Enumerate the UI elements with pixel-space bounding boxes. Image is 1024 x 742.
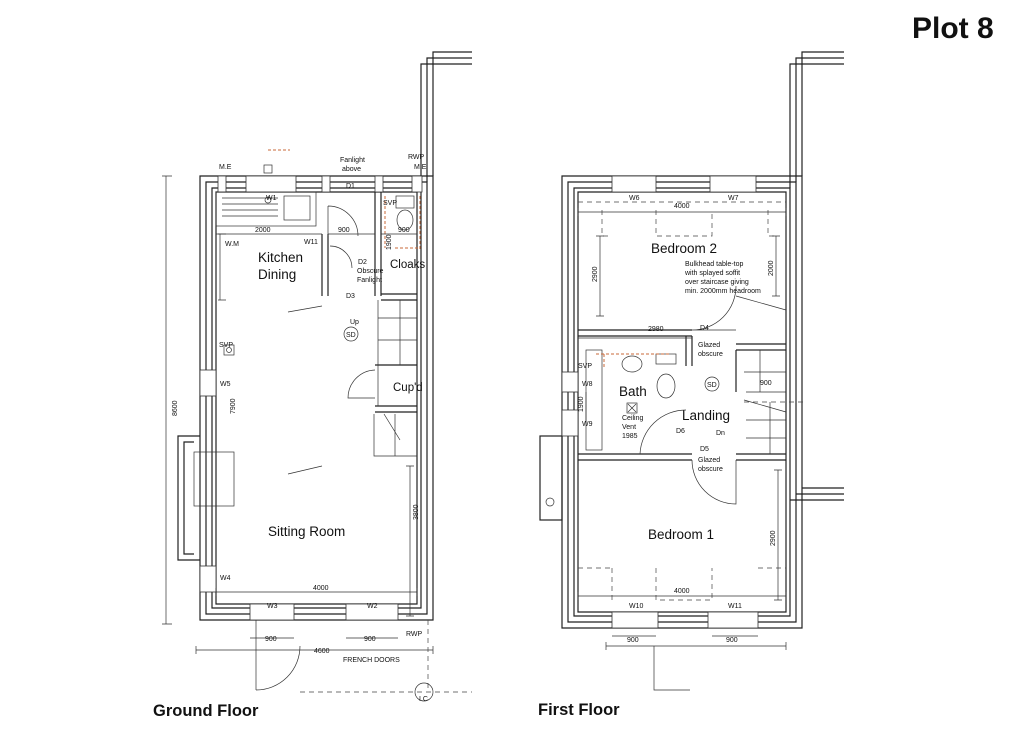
gf-note-svp-cloaks: SVP xyxy=(383,200,397,207)
ff-window-w8-label: W8 xyxy=(582,381,593,388)
gf-window-w4 xyxy=(199,565,217,593)
gf-dim-2000: 2000 xyxy=(255,227,271,234)
ff-dim-2900-bed1: 2900 xyxy=(770,530,777,546)
gf-note-wm: W.M xyxy=(225,241,239,248)
ff-note-glazed-top-2: obscure xyxy=(698,351,723,358)
gf-dim-900-cloaks: 900 xyxy=(398,227,410,234)
gf-note-svp-wall: SVP xyxy=(219,342,233,349)
gf-dim-900-w2: 900 xyxy=(364,636,376,643)
ff-dim-4000-top: 4000 xyxy=(674,203,690,210)
gf-note-me-left: M.E xyxy=(219,164,232,171)
gf-room-kitchen: Kitchen xyxy=(258,250,303,265)
ff-room-landing: Landing xyxy=(682,408,730,423)
ff-note-dn: Dn xyxy=(716,430,725,437)
ff-note-sd: SD xyxy=(707,382,717,389)
gf-window-w4-label: W4 xyxy=(220,575,231,582)
gf-window-w2-label: W2 xyxy=(367,603,378,610)
ff-note-glazed-bot-2: obscure xyxy=(698,466,723,473)
gf-window-w1 xyxy=(245,175,297,193)
ff-window-w6 xyxy=(611,175,657,193)
gf-dim-4600: 4600 xyxy=(314,648,330,655)
ff-dim-900-w10: 900 xyxy=(627,637,639,644)
gf-note-rwp-bottom: RWP xyxy=(406,631,423,638)
ff-note-bulkhead-3: over staircase giving xyxy=(685,279,749,286)
ff-window-w10 xyxy=(611,611,659,629)
ff-window-w9 xyxy=(561,409,579,437)
ff-window-w7 xyxy=(709,175,757,193)
gf-dim-8600: 8600 xyxy=(172,400,179,416)
gf-window-w11-label: W11 xyxy=(304,239,318,246)
ff-dim-900-landing: 900 xyxy=(760,380,772,387)
gf-note-ic: I.C xyxy=(419,696,428,703)
ff-note-ceiling-1: Ceiling xyxy=(622,415,644,422)
ff-window-w6-label: W6 xyxy=(629,195,640,202)
ff-note-bulkhead-2: with splayed soffit xyxy=(684,270,740,277)
gf-note-fanlight-1: Fanlight xyxy=(340,157,365,164)
gf-window-w5 xyxy=(199,369,217,397)
gf-dim-900-kitchen: 900 xyxy=(338,227,350,234)
gf-note-me-right: M.E xyxy=(414,164,427,171)
gf-note-up: Up xyxy=(350,319,359,326)
gf-room-sitting: Sitting Room xyxy=(268,524,345,539)
ff-dim-1900-bath: 1900 xyxy=(578,396,585,412)
gf-door-d3: D3 xyxy=(346,293,355,300)
ff-note-bulkhead-4: min. 2000mm headroom xyxy=(685,288,761,295)
gf-note-obscure-1: Obscure xyxy=(357,268,384,275)
ff-note-ceiling-3: 1985 xyxy=(622,433,638,440)
ff-room-bath: Bath xyxy=(619,384,647,399)
ff-note-glazed-bot-1: Glazed xyxy=(698,457,720,464)
gf-window-w1-label: W1 xyxy=(266,195,277,202)
ff-window-w9-label: W9 xyxy=(582,421,593,428)
ff-window-w8 xyxy=(561,371,579,393)
gf-window-w2 xyxy=(345,603,399,621)
ff-room-bed1: Bedroom 1 xyxy=(648,527,714,542)
gf-note-fanlight-2: above xyxy=(342,166,361,173)
gf-dim-900-w3: 900 xyxy=(265,636,277,643)
gf-note-obscure-2: Fanlight xyxy=(357,277,382,284)
ff-window-w11-label: W11 xyxy=(728,603,742,610)
ff-note-bulkhead-1: Bulkhead table-top xyxy=(685,261,743,268)
gf-door-d2: D2 xyxy=(358,259,367,266)
gf-room-cupd: Cup'd xyxy=(393,382,423,394)
gf-dim-3800: 3800 xyxy=(413,504,420,520)
ff-room-bed2: Bedroom 2 xyxy=(651,241,717,256)
ff-window-w11 xyxy=(707,611,759,629)
gf-dim-1900: 1900 xyxy=(386,234,393,250)
ff-dim-2900-left: 2900 xyxy=(592,266,599,282)
first-floor-caption: First Floor xyxy=(538,701,620,719)
first-floor-plan xyxy=(539,51,844,691)
gf-door-d1: D1 xyxy=(346,183,355,190)
gf-note-rwp-top: RWP xyxy=(408,154,425,161)
plot-title: Plot 8 xyxy=(912,12,994,45)
ff-door-d4: D4 xyxy=(700,325,709,332)
gf-window-w5-label: W5 xyxy=(220,381,231,388)
ff-door-d6: D6 xyxy=(676,428,685,435)
ff-door-d5: D5 xyxy=(700,446,709,453)
gf-note-french-doors: FRENCH DOORS xyxy=(343,657,400,664)
gf-room-cloaks: Cloaks xyxy=(390,259,425,271)
gf-dim-7900: 7900 xyxy=(230,398,237,414)
ff-note-ceiling-2: Vent xyxy=(622,424,636,431)
gf-note-sd: SD xyxy=(346,332,356,339)
ground-floor-plan xyxy=(162,51,472,702)
ff-window-w10-label: W10 xyxy=(629,603,644,610)
ground-floor-caption: Ground Floor xyxy=(153,702,259,720)
ff-note-glazed-top-1: Glazed xyxy=(698,342,720,349)
gf-window-w3-label: W3 xyxy=(267,603,278,610)
gf-window-w3 xyxy=(249,603,295,621)
ff-note-svp: SVP xyxy=(578,363,592,370)
gf-room-dining: Dining xyxy=(258,267,296,282)
ff-dim-2000-right: 2000 xyxy=(768,260,775,276)
ff-dim-900-w11: 900 xyxy=(726,637,738,644)
ff-dim-4000-bot: 4000 xyxy=(674,588,690,595)
ff-window-w7-label: W7 xyxy=(728,195,739,202)
gf-dim-4000: 4000 xyxy=(313,585,329,592)
ff-dim-2980: 2980 xyxy=(648,326,664,333)
